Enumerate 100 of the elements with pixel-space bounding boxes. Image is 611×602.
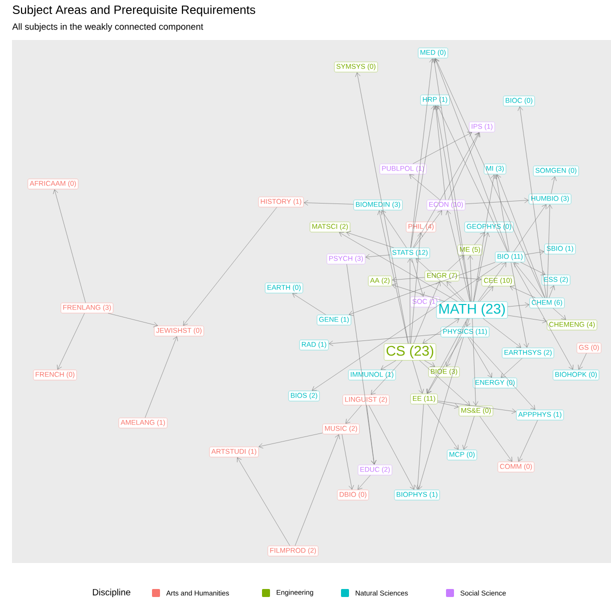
arrow bbox=[292, 293, 326, 315]
arrow bbox=[392, 284, 446, 302]
arrow bbox=[382, 210, 407, 248]
arrow bbox=[413, 281, 441, 344]
arrow bbox=[512, 262, 574, 370]
arrow bbox=[518, 106, 546, 298]
arrow bbox=[427, 337, 462, 394]
arrow bbox=[312, 262, 502, 391]
arrow bbox=[510, 262, 529, 348]
arrow bbox=[355, 72, 409, 344]
arrow bbox=[424, 360, 435, 367]
arrow bbox=[473, 174, 496, 302]
arrow bbox=[183, 207, 278, 326]
arrow bbox=[346, 405, 362, 424]
arrow bbox=[462, 416, 474, 450]
arrow bbox=[414, 210, 442, 248]
arrow bbox=[482, 318, 522, 348]
arrow bbox=[479, 286, 494, 302]
arrow bbox=[416, 258, 463, 302]
arrow bbox=[433, 105, 446, 200]
legend-title: Discipline bbox=[92, 588, 130, 598]
arrow bbox=[237, 457, 290, 546]
arrow bbox=[380, 360, 396, 370]
arrow bbox=[427, 404, 458, 450]
arrow bbox=[480, 416, 512, 462]
arrow bbox=[410, 58, 435, 248]
arrow bbox=[348, 262, 496, 316]
arrow bbox=[339, 232, 458, 302]
arrow bbox=[365, 254, 390, 260]
chart-subtitle: All subjects in the weakly connected component bbox=[12, 23, 204, 32]
arrow bbox=[436, 105, 508, 252]
arrow bbox=[524, 250, 544, 255]
arrow bbox=[370, 360, 402, 395]
arrow bbox=[346, 231, 394, 248]
arrow bbox=[448, 255, 464, 271]
arrow bbox=[328, 334, 441, 346]
arrow bbox=[434, 58, 545, 298]
arrow bbox=[304, 200, 354, 206]
arrow bbox=[432, 58, 471, 302]
arrow bbox=[258, 432, 323, 448]
arrow bbox=[294, 434, 340, 546]
arrow bbox=[470, 337, 536, 410]
arrow bbox=[472, 318, 478, 406]
arrow bbox=[496, 174, 546, 298]
subject-label: CS (23) bbox=[384, 343, 436, 361]
arrow bbox=[465, 318, 471, 327]
arrow bbox=[546, 204, 552, 298]
arrow bbox=[478, 262, 506, 302]
arrow bbox=[474, 232, 490, 302]
arrow bbox=[422, 318, 460, 344]
arrow bbox=[474, 232, 485, 245]
arrow bbox=[434, 105, 471, 302]
arrow bbox=[358, 475, 371, 490]
arrow bbox=[411, 258, 425, 297]
arrow bbox=[448, 132, 480, 200]
arrow bbox=[468, 337, 492, 378]
arrow bbox=[518, 420, 538, 462]
arrow bbox=[446, 281, 465, 302]
arrow bbox=[108, 313, 158, 328]
arrow bbox=[56, 313, 85, 370]
arrow bbox=[407, 258, 413, 344]
arrow bbox=[459, 276, 482, 282]
arrow bbox=[377, 210, 408, 344]
arrow bbox=[494, 174, 510, 252]
arrow bbox=[578, 353, 587, 370]
arrow bbox=[550, 176, 557, 194]
arrow bbox=[342, 434, 354, 490]
arrow bbox=[412, 132, 480, 248]
arrow bbox=[410, 232, 423, 344]
arrow bbox=[412, 360, 424, 394]
arrow bbox=[500, 358, 522, 378]
arrow bbox=[508, 315, 547, 324]
arrow bbox=[446, 210, 470, 302]
arrow bbox=[548, 285, 555, 298]
arrow bbox=[144, 336, 178, 418]
arrow bbox=[468, 255, 473, 302]
arrow bbox=[417, 337, 464, 490]
arrow bbox=[510, 286, 536, 298]
arrow bbox=[465, 198, 529, 204]
arrow bbox=[392, 277, 425, 282]
arrow bbox=[434, 58, 508, 252]
arrow bbox=[513, 204, 546, 252]
arrow bbox=[366, 405, 376, 465]
arrow bbox=[409, 174, 440, 200]
arrow bbox=[426, 318, 468, 394]
arrow bbox=[419, 360, 470, 406]
arrow bbox=[410, 105, 436, 248]
arrow bbox=[412, 132, 472, 164]
arrow bbox=[53, 189, 86, 303]
arrow bbox=[552, 308, 566, 320]
arrow bbox=[446, 318, 468, 367]
arrow bbox=[520, 262, 546, 276]
arrow bbox=[437, 402, 459, 409]
chart-title: Subject Areas and Prerequisite Requirements bbox=[12, 5, 256, 16]
arrow bbox=[437, 400, 516, 414]
subject-label: MATH (23) bbox=[436, 301, 508, 319]
arrow bbox=[508, 302, 530, 308]
arrow bbox=[368, 405, 414, 490]
arrow bbox=[514, 262, 543, 298]
arrow bbox=[415, 404, 424, 490]
